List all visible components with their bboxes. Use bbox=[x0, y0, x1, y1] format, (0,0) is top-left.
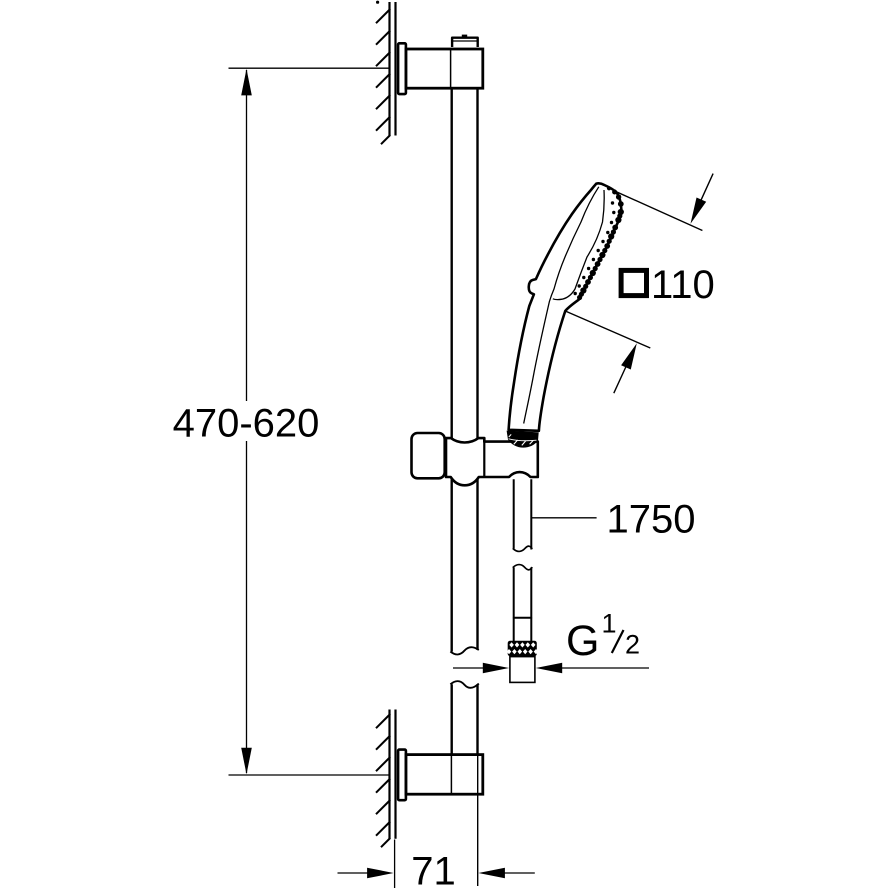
svg-text:1: 1 bbox=[602, 609, 617, 639]
svg-text:470-620: 470-620 bbox=[173, 402, 320, 446]
svg-text:G: G bbox=[566, 617, 599, 665]
svg-text:71: 71 bbox=[411, 850, 456, 888]
svg-text:110: 110 bbox=[651, 263, 715, 307]
svg-text:2: 2 bbox=[625, 630, 640, 660]
svg-text:1750: 1750 bbox=[607, 498, 696, 542]
